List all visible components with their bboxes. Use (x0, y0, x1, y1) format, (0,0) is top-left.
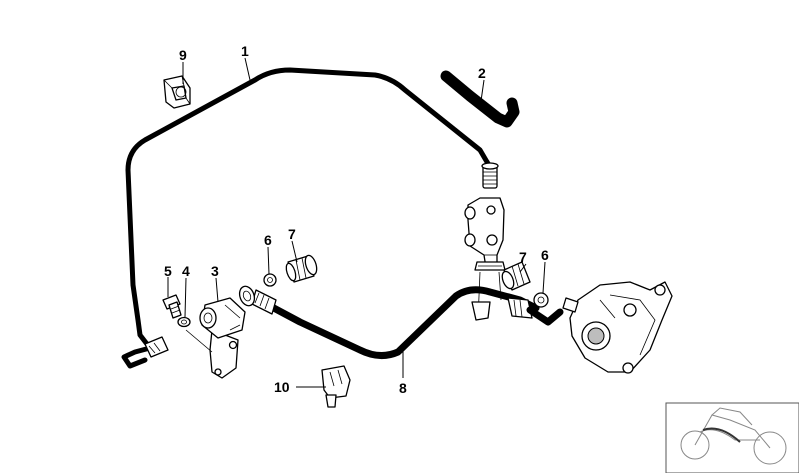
label-part-2: 2 (478, 65, 486, 81)
label-part-7-mid: 7 (288, 226, 296, 242)
hose-section (440, 70, 520, 128)
leader-lines (167, 57, 546, 388)
label-part-8: 8 (399, 380, 407, 396)
sealing-washer-mid (263, 273, 277, 287)
banjo-bolt-upper (481, 159, 499, 189)
union-bracket (185, 297, 246, 379)
banjo-bolt-right (501, 261, 531, 291)
motorcycle-thumbnail (665, 402, 799, 473)
hose-clip (321, 365, 351, 408)
screw-left (162, 294, 182, 319)
pipe-clip (163, 75, 191, 109)
sealing-washer-left (177, 316, 191, 328)
brake-caliper (562, 281, 673, 374)
sealing-washer-right (533, 292, 549, 308)
label-part-1: 1 (241, 43, 249, 59)
label-part-5: 5 (164, 263, 172, 279)
label-part-7-right: 7 (519, 249, 527, 265)
part-labels: 9 1 2 5 4 3 6 7 7 6 8 10 (164, 43, 549, 396)
label-part-6-mid: 6 (264, 232, 272, 248)
banjo-bolt-mid (285, 254, 318, 283)
label-part-10: 10 (274, 379, 290, 395)
brake-line-lower (238, 285, 564, 359)
label-part-4: 4 (182, 263, 190, 279)
label-part-3: 3 (211, 263, 219, 279)
label-part-9: 9 (179, 47, 187, 63)
label-part-6-right: 6 (541, 247, 549, 263)
brake-distributor (464, 197, 506, 321)
brake-line-upper (121, 67, 490, 369)
